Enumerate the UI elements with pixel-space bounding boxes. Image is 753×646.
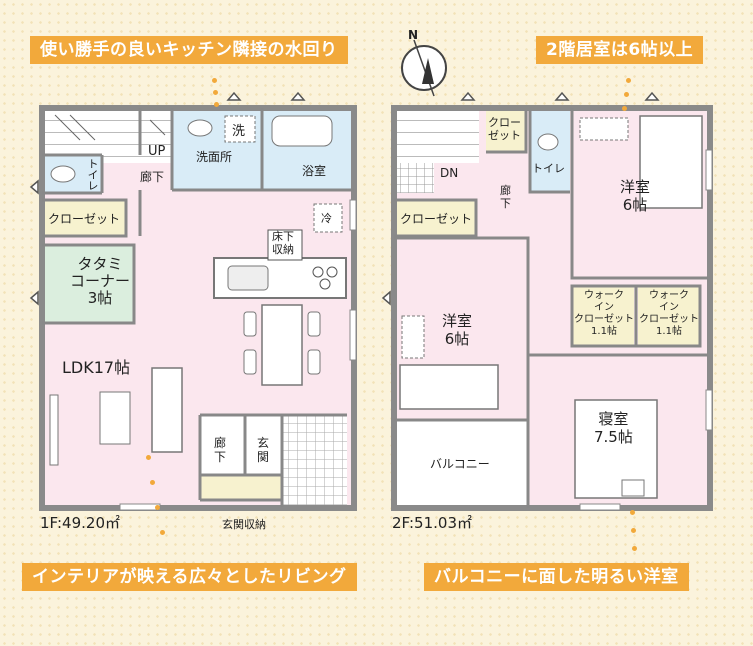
label-f2-area: 2F:51.03㎡ [392,514,473,532]
label-dn: DN [440,166,459,180]
label-western-left-2: 6帖 [444,330,470,348]
label-wic1-4: 1.1帖 [591,326,617,337]
fridge-space [313,203,343,233]
label-f2-toilet: トイレ [532,162,565,175]
label-wic2: ウォーク イン クローゼット 1.1帖 [638,290,700,338]
label-wic2-3: クローゼット [639,314,699,325]
label-wic1: ウォーク イン クローゼット 1.1帖 [574,290,634,338]
f2-wic2 [638,286,700,346]
f1-entrance-storage [200,475,282,500]
f2-toilet [530,110,570,192]
compass-label: N [408,28,419,42]
label-f1-hall2: 廊 下 [214,436,226,464]
label-western-left-1: 洋室 [442,312,473,330]
label-entrance: 玄 関 [257,436,269,464]
label-f1-closet: クローゼット [48,212,121,226]
label-wic2-1: ウォーク [649,290,689,301]
f1-hall2 [200,415,282,475]
f2-closet-top [486,110,526,152]
callout-bedroom-2f: 2階居室は6帖以上 [536,36,704,64]
f2-closet [394,200,476,236]
wash-basin [187,119,213,137]
label-f2-hall: 廊 下 [500,184,511,210]
label-western-right-2: 6帖 [622,196,648,214]
label-entrance-storage: 玄関収納 [222,518,266,531]
label-wic2-2: イン [659,302,679,313]
callout-balcony: バルコニーに面した明るい洋室 [424,563,689,591]
label-f2-closet-top: クロー ゼット [488,116,521,142]
f2-wic1 [572,286,634,346]
label-underfloor-2: 収納 [272,243,294,256]
label-entrance-2: 関 [257,450,270,464]
label-f2-closet: クローゼット [400,212,473,226]
label-ldk: LDK17帖 [62,358,131,377]
stove-burner [312,266,324,278]
bed-left [399,364,499,410]
label-fridge: 冷 [321,212,332,225]
f2-stairs [394,108,479,163]
f1-closet [42,200,126,236]
label-wic1-1: ウォーク [584,290,624,301]
f2-balcony [394,420,528,508]
sofa [151,367,183,453]
label-f2-hall-2: 下 [500,197,511,210]
label-tatami: タタミ コーナー 3帖 [70,256,130,307]
label-western-left: 洋室 6帖 [442,312,472,348]
label-f1-area: 1F:49.20㎡ [40,514,121,532]
label-tatami-2: コーナー [70,272,131,290]
callout-kitchen: 使い勝手の良いキッチン隣接の水回り [30,36,348,64]
label-f2-hall-1: 廊 [500,184,511,197]
label-bedroom-2: 7.5帖 [594,428,633,446]
coffee-table [99,391,131,445]
tv-board [49,394,59,466]
dining-table [261,304,303,386]
label-tatami-1: タタミ [77,255,123,273]
label-wash-mark: 洗 [232,124,246,139]
label-tatami-3: 3帖 [87,289,113,307]
label-bath: 浴室 [302,164,327,178]
label-washroom: 洗面所 [196,150,233,164]
underfloor-storage [267,229,303,261]
kitchen-sink [227,265,269,291]
label-f2-closet-top-1: クロー [488,116,521,129]
f1-toilet-bowl [50,165,76,183]
label-western-right: 洋室 6帖 [620,178,650,214]
label-wic2-4: 1.1帖 [656,326,682,337]
floor-1-plan [29,91,357,511]
f1-tatami [42,245,134,323]
callout-living: インテリアが映える広々としたリビング [22,563,357,591]
label-underfloor-1: 床下 [272,230,294,243]
bathtub [271,115,333,147]
label-f1-hall: 廊下 [140,170,165,184]
label-f1-hall2-1: 廊 [214,436,227,450]
label-f1-hall2-2: 下 [214,450,227,464]
label-underfloor: 床下 収納 [272,230,294,256]
label-f2-closet-top-2: ゼット [488,129,521,142]
compass [401,39,447,97]
washer-space [224,115,256,143]
label-bedroom: 寝室 7.5帖 [594,410,633,446]
label-wic1-2: イン [594,302,614,313]
label-western-right-1: 洋室 [620,178,651,196]
label-balcony: バルコニー [430,457,490,471]
label-entrance-1: 玄 [257,436,270,450]
label-wic1-3: クローゼット [574,314,634,325]
label-f1-toilet: トイレ [86,158,99,191]
f2-toilet-bowl [537,133,559,151]
f1-entrance-tile [282,415,347,507]
bed-right [639,115,703,209]
floor-2-plan [381,91,713,511]
label-bedroom-1: 寝室 [598,410,629,428]
label-up: UP [148,144,166,159]
